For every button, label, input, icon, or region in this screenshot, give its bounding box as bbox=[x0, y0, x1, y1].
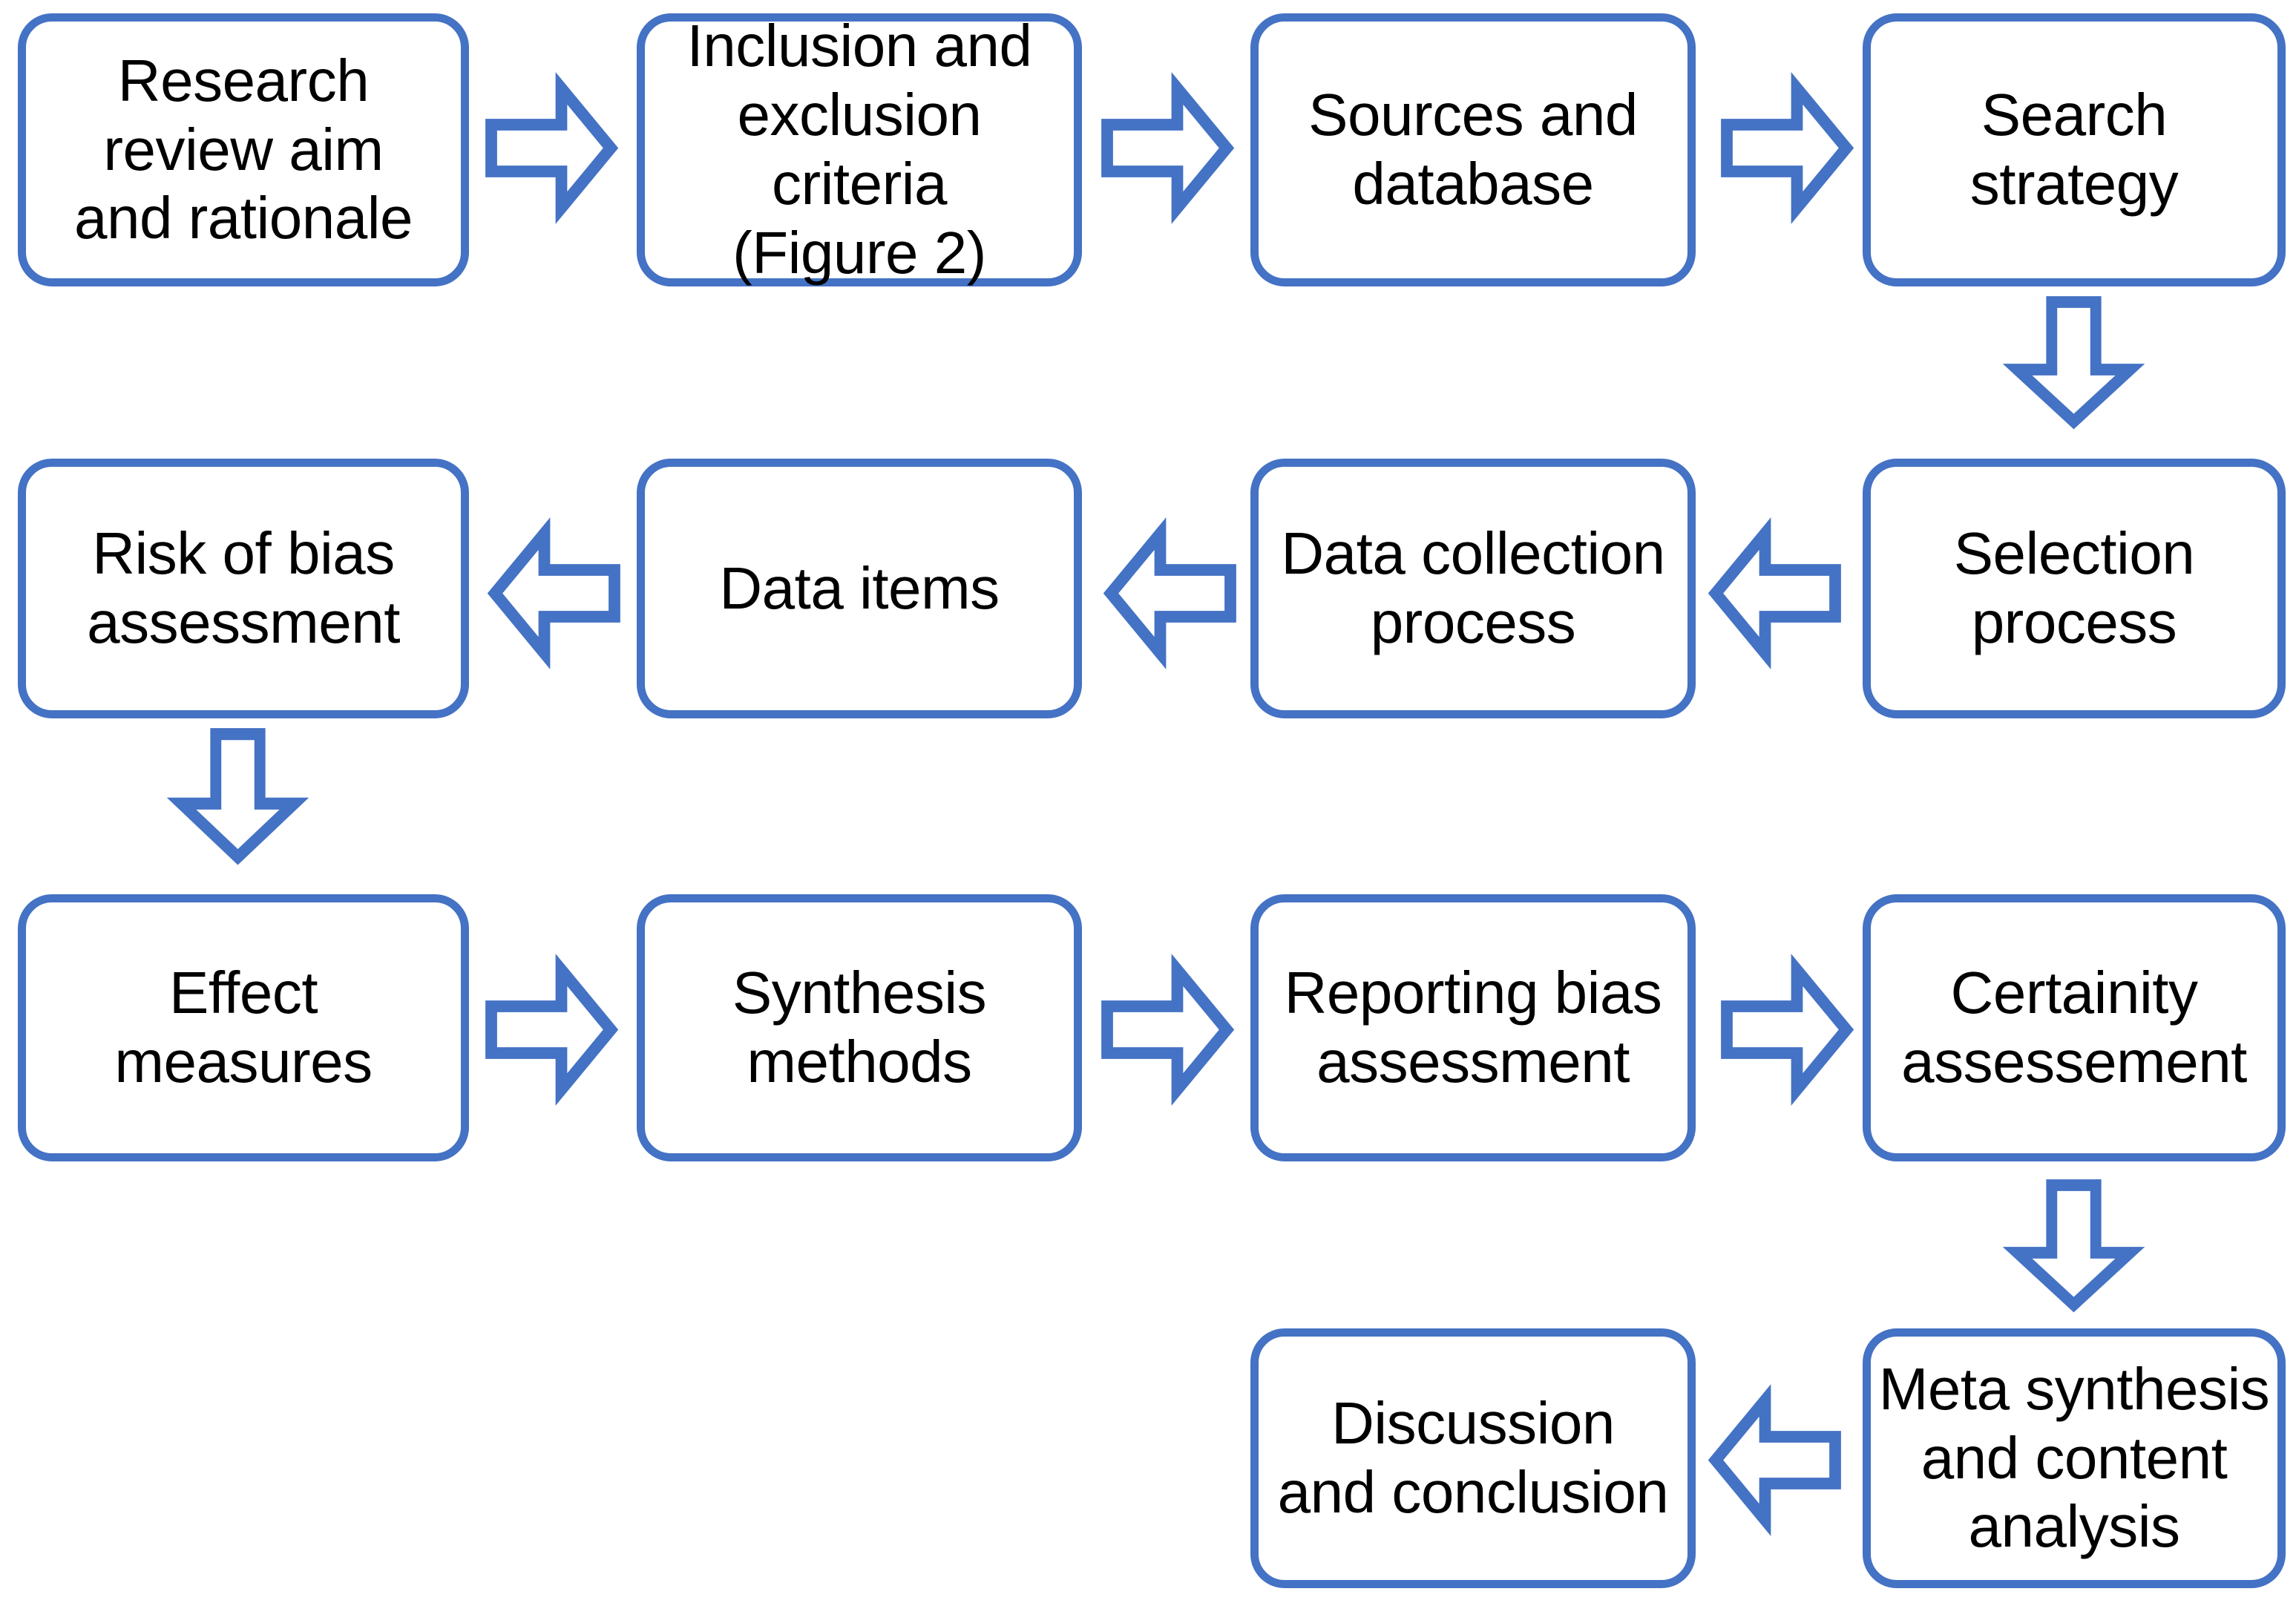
flow-node-label: Meta synthesis and content analysis bbox=[1878, 1355, 2270, 1560]
flow-node-inclusion-exclusion-criteria[interactable]: Inclusion and exclusion criteria (Figure… bbox=[637, 13, 1082, 286]
flow-node-label: Selection process bbox=[1953, 520, 2195, 655]
flow-node-risk-of-bias-assessment[interactable]: Risk of bias assessment bbox=[18, 459, 469, 718]
arrow-down-search-to-selection bbox=[2002, 296, 2145, 430]
flow-node-label: Search strategy bbox=[1969, 82, 2179, 217]
flow-node-label: Effect measures bbox=[114, 960, 373, 1095]
flow-node-label: Sources and database bbox=[1308, 82, 1638, 217]
flow-node-research-review-aim[interactable]: Research review aim and rationale bbox=[18, 13, 469, 286]
arrow-down-certainty-to-meta-synthesis bbox=[2002, 1179, 2145, 1313]
arrow-left-data-items-to-risk-of-bias bbox=[487, 517, 620, 669]
arrow-left-meta-synthesis-to-discussion bbox=[1708, 1384, 1841, 1536]
arrow-left-selection-to-data-collection bbox=[1708, 517, 1841, 669]
flow-node-label: Synthesis methods bbox=[732, 960, 987, 1095]
flow-node-label: Risk of bias assessment bbox=[87, 520, 400, 655]
flow-node-data-collection-process[interactable]: Data collection process bbox=[1250, 459, 1696, 718]
flow-node-meta-synthesis-and-content-analysis[interactable]: Meta synthesis and content analysis bbox=[1863, 1328, 2286, 1588]
flow-node-selection-process[interactable]: Selection process bbox=[1863, 459, 2286, 718]
arrow-right-sources-to-search bbox=[1721, 72, 1854, 224]
flow-node-synthesis-methods[interactable]: Synthesis methods bbox=[637, 894, 1082, 1161]
arrow-right-reporting-bias-to-certainty bbox=[1721, 954, 1854, 1106]
flow-node-reporting-bias-assessment[interactable]: Reporting bias assessment bbox=[1250, 894, 1696, 1161]
arrow-left-data-collection-to-data-items bbox=[1103, 517, 1236, 669]
flow-node-label: Inclusion and exclusion criteria (Figure… bbox=[686, 13, 1032, 286]
arrow-right-effect-measures-to-synthesis bbox=[485, 954, 619, 1106]
flow-node-label: Research review aim and rationale bbox=[73, 47, 413, 252]
flow-node-discussion-and-conclusion[interactable]: Discussion and conclusion bbox=[1250, 1328, 1696, 1588]
flow-node-sources-and-database[interactable]: Sources and database bbox=[1250, 13, 1696, 286]
flow-node-label: Discussion and conclusion bbox=[1277, 1390, 1669, 1525]
flow-node-label: Certainity assessement bbox=[1901, 960, 2247, 1095]
flow-node-label: Data items bbox=[719, 554, 1000, 621]
arrow-right-research-to-inclusion bbox=[485, 72, 619, 224]
arrow-right-synthesis-to-reporting-bias bbox=[1101, 954, 1235, 1106]
arrow-right-inclusion-to-sources bbox=[1101, 72, 1235, 224]
arrow-down-risk-of-bias-to-effect-measures bbox=[166, 728, 309, 865]
flow-node-certainty-assessment[interactable]: Certainity assessement bbox=[1863, 894, 2286, 1161]
flow-node-label: Data collection process bbox=[1281, 520, 1665, 655]
flow-node-search-strategy[interactable]: Search strategy bbox=[1863, 13, 2286, 286]
flow-node-data-items[interactable]: Data items bbox=[637, 459, 1082, 718]
flow-node-effect-measures[interactable]: Effect measures bbox=[18, 894, 469, 1161]
flow-node-label: Reporting bias assessment bbox=[1284, 960, 1662, 1095]
